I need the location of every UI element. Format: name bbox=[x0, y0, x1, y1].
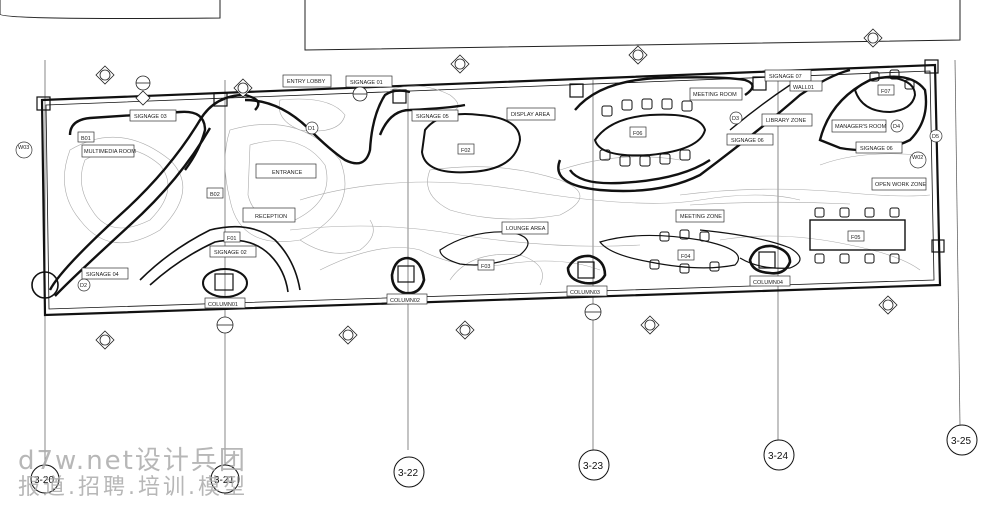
tag-f04: F04 bbox=[681, 254, 690, 260]
door-d1: D1 bbox=[308, 126, 315, 132]
column-label-boxes bbox=[204, 275, 791, 309]
column-label-04: COLUMN04 bbox=[753, 280, 783, 286]
grid-label-3-22: 3-22 bbox=[398, 468, 418, 479]
tag-f07: F07 bbox=[881, 89, 890, 95]
label-entrance: ENTRANCE bbox=[272, 170, 303, 176]
adjacent-buildings bbox=[0, 0, 961, 51]
door-d5: D5 bbox=[932, 134, 939, 140]
wall-tag-w03: W03 bbox=[18, 145, 29, 151]
signage-labels: SIGNAGE 01 SIGNAGE 03 SIGNAGE 05 SIGNAGE… bbox=[86, 74, 893, 278]
tag-b02: B02 bbox=[210, 192, 220, 198]
wall-tags: W03 W02 bbox=[15, 141, 927, 169]
watermark-line-1: d7w.net设计兵团 bbox=[18, 446, 247, 477]
signage-01: SIGNAGE 01 bbox=[350, 80, 383, 86]
column-label-03: COLUMN03 bbox=[570, 290, 600, 296]
tag-f03: F03 bbox=[481, 264, 490, 270]
door-d2: D2 bbox=[80, 283, 87, 289]
label-entry-lobby: ENTRY LOBBY bbox=[287, 79, 326, 85]
grid-label-3-20: 3-20 bbox=[34, 475, 54, 486]
door-tags bbox=[77, 111, 943, 292]
column-label-01: COLUMN01 bbox=[208, 302, 238, 308]
flowing-walls bbox=[48, 68, 928, 297]
wall-tag-w02: W02 bbox=[912, 155, 923, 161]
door-d4: D4 bbox=[893, 124, 900, 130]
column-label-02: COLUMN02 bbox=[390, 298, 420, 304]
signage-08: SIGNAGE 06 bbox=[860, 146, 893, 152]
grid-bubbles bbox=[30, 424, 978, 494]
signage-07: SIGNAGE 07 bbox=[769, 74, 802, 80]
furniture-islands bbox=[420, 76, 917, 269]
watermark: d7w.net设计兵团 报道.招聘.培训.模型 bbox=[18, 447, 248, 500]
tag-f02: F02 bbox=[461, 148, 470, 154]
tag-f06: F06 bbox=[633, 131, 642, 137]
signage-02: SIGNAGE 02 bbox=[214, 250, 247, 256]
door-d3: D3 bbox=[732, 116, 739, 122]
watermark-line-2: 报道.招聘.培训.模型 bbox=[18, 474, 248, 500]
tag-b01: B01 bbox=[81, 136, 91, 142]
room-label-boxes bbox=[81, 74, 927, 235]
column-labels: COLUMN01 COLUMN02 COLUMN03 COLUMN04 bbox=[208, 280, 783, 308]
signage-04: SIGNAGE 04 bbox=[86, 272, 119, 278]
room-labels: ENTRY LOBBY DISPLAY AREA MEETING ROOM LI… bbox=[84, 79, 926, 232]
tag-f05: F05 bbox=[851, 235, 860, 241]
label-display-area: DISPLAY AREA bbox=[511, 112, 550, 118]
signage-03: SIGNAGE 03 bbox=[134, 114, 167, 120]
tag-wall01: WALL01 bbox=[793, 85, 814, 91]
grid-lines bbox=[44, 59, 961, 470]
grid-label-3-24: 3-24 bbox=[768, 451, 788, 462]
tag-boxes bbox=[77, 80, 895, 271]
signage-boxes bbox=[81, 69, 903, 280]
chairs bbox=[599, 69, 915, 274]
label-open-work-zone: OPEN WORK ZONE bbox=[875, 182, 926, 188]
door-labels: D1 D2 D3 D4 D5 bbox=[80, 116, 939, 289]
label-managers-room: MANAGER'S ROOM bbox=[835, 124, 887, 130]
building-outline bbox=[40, 63, 942, 317]
label-library-zone: LIBRARY ZONE bbox=[766, 118, 806, 124]
structural-posts bbox=[36, 59, 945, 253]
label-meeting-zone: MEETING ZONE bbox=[680, 214, 722, 220]
label-meeting-room: MEETING ROOM bbox=[693, 92, 737, 98]
columns-shapes bbox=[31, 244, 792, 299]
label-multimedia-room: MULTIMEDIA ROOM bbox=[84, 149, 136, 155]
grid-label-3-25: 3-25 bbox=[951, 436, 971, 447]
label-lounge-area: LOUNGE AREA bbox=[506, 226, 546, 232]
grid-labels: 3-20 3-21 3-22 3-23 3-24 3-25 bbox=[34, 436, 971, 486]
tag-f01: F01 bbox=[227, 236, 236, 242]
signage-05: SIGNAGE 05 bbox=[416, 114, 449, 120]
grid-label-3-21: 3-21 bbox=[214, 475, 234, 486]
signage-06: SIGNAGE 06 bbox=[731, 138, 764, 144]
section-markers bbox=[95, 28, 898, 350]
grid-label-3-23: 3-23 bbox=[583, 461, 603, 472]
label-reception: RECEPTION bbox=[255, 214, 287, 220]
tag-labels: B01 B02 F01 F02 F03 F06 F04 F05 F07 WALL… bbox=[81, 85, 890, 270]
